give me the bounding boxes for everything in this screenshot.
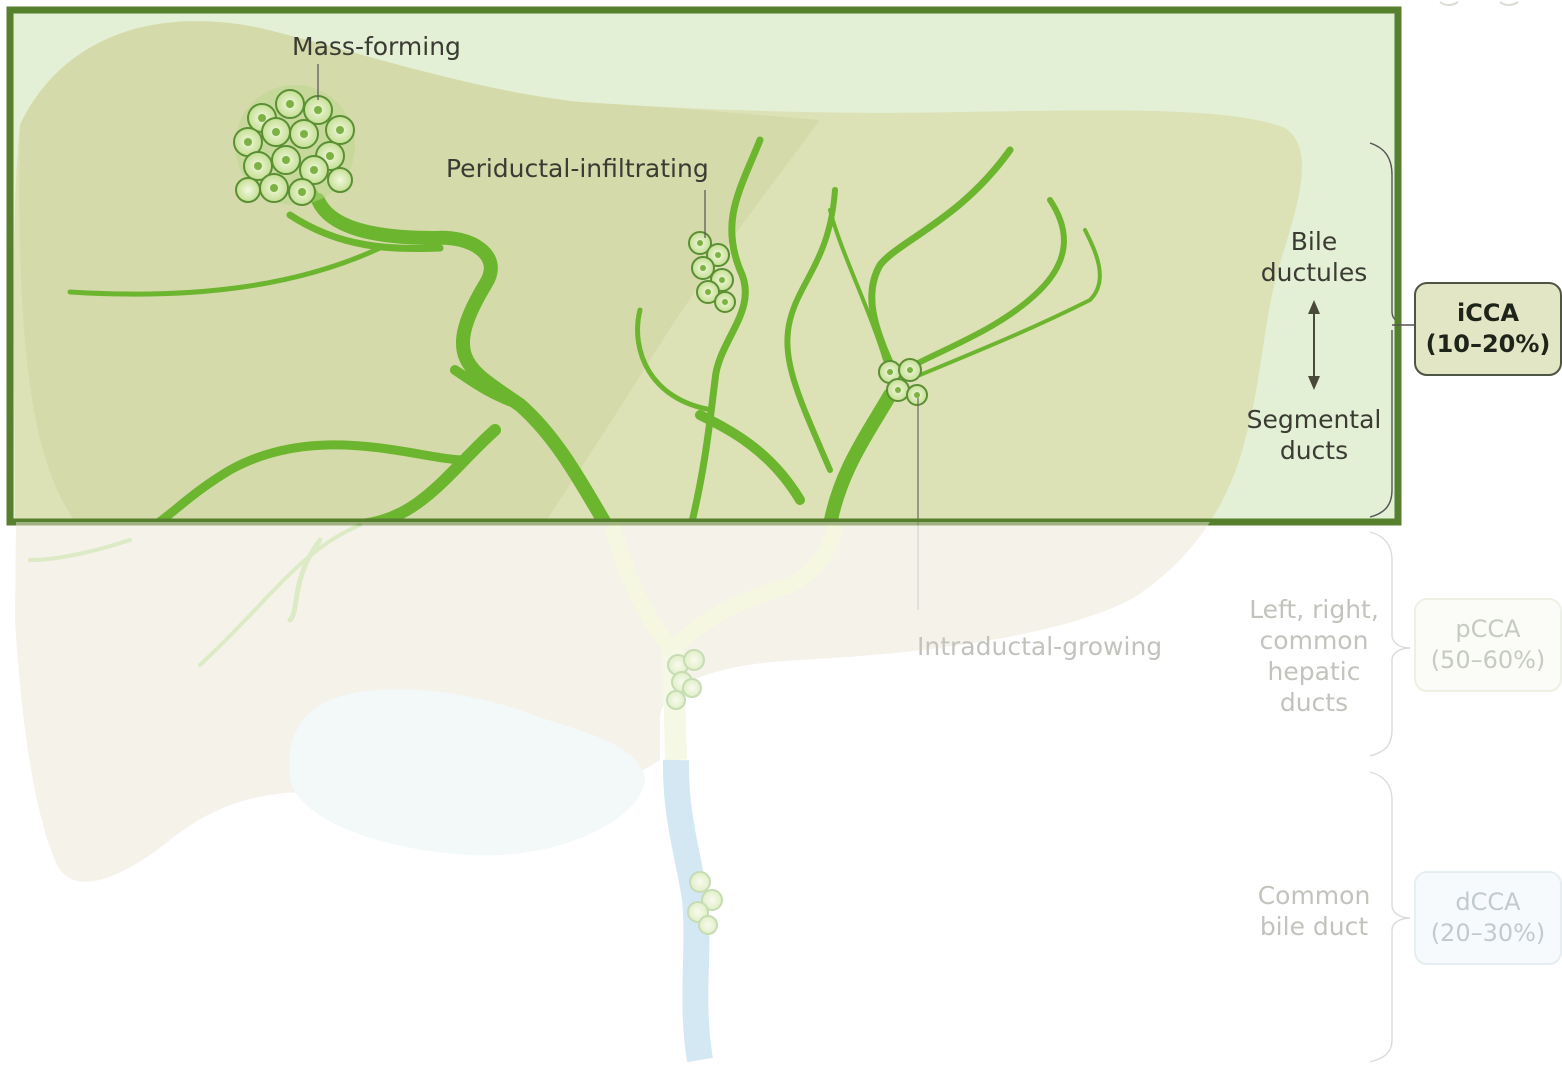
subtype-name-pcca: pCCA [1455, 614, 1520, 645]
subtype-box-dcca: dCCA (20–30%) [1414, 871, 1562, 965]
label-common-bile-duct: Common bile duct [1250, 880, 1378, 942]
subtype-name-dcca: dCCA [1455, 887, 1520, 918]
label-bile-ductules: Bile ductules [1244, 226, 1384, 288]
label-periductal-infiltrating: Periductal-infiltrating [446, 154, 709, 183]
subtype-box-icca: iCCA (10–20%) [1414, 282, 1562, 376]
label-mass-forming: Mass-forming [292, 32, 461, 61]
subtype-name-icca: iCCA [1457, 298, 1519, 329]
subtype-box-pcca: pCCA (50–60%) [1414, 598, 1562, 692]
label-hepatic-ducts: Left, right, common hepatic ducts [1240, 594, 1388, 718]
subtype-range-pcca: (50–60%) [1431, 645, 1546, 676]
label-segmental-ducts: Segmental ducts [1240, 404, 1388, 466]
label-intraductal-growing: Intraductal-growing [917, 632, 1162, 661]
subtype-range-icca: (10–20%) [1426, 329, 1551, 360]
subtype-range-dcca: (20–30%) [1431, 918, 1546, 949]
